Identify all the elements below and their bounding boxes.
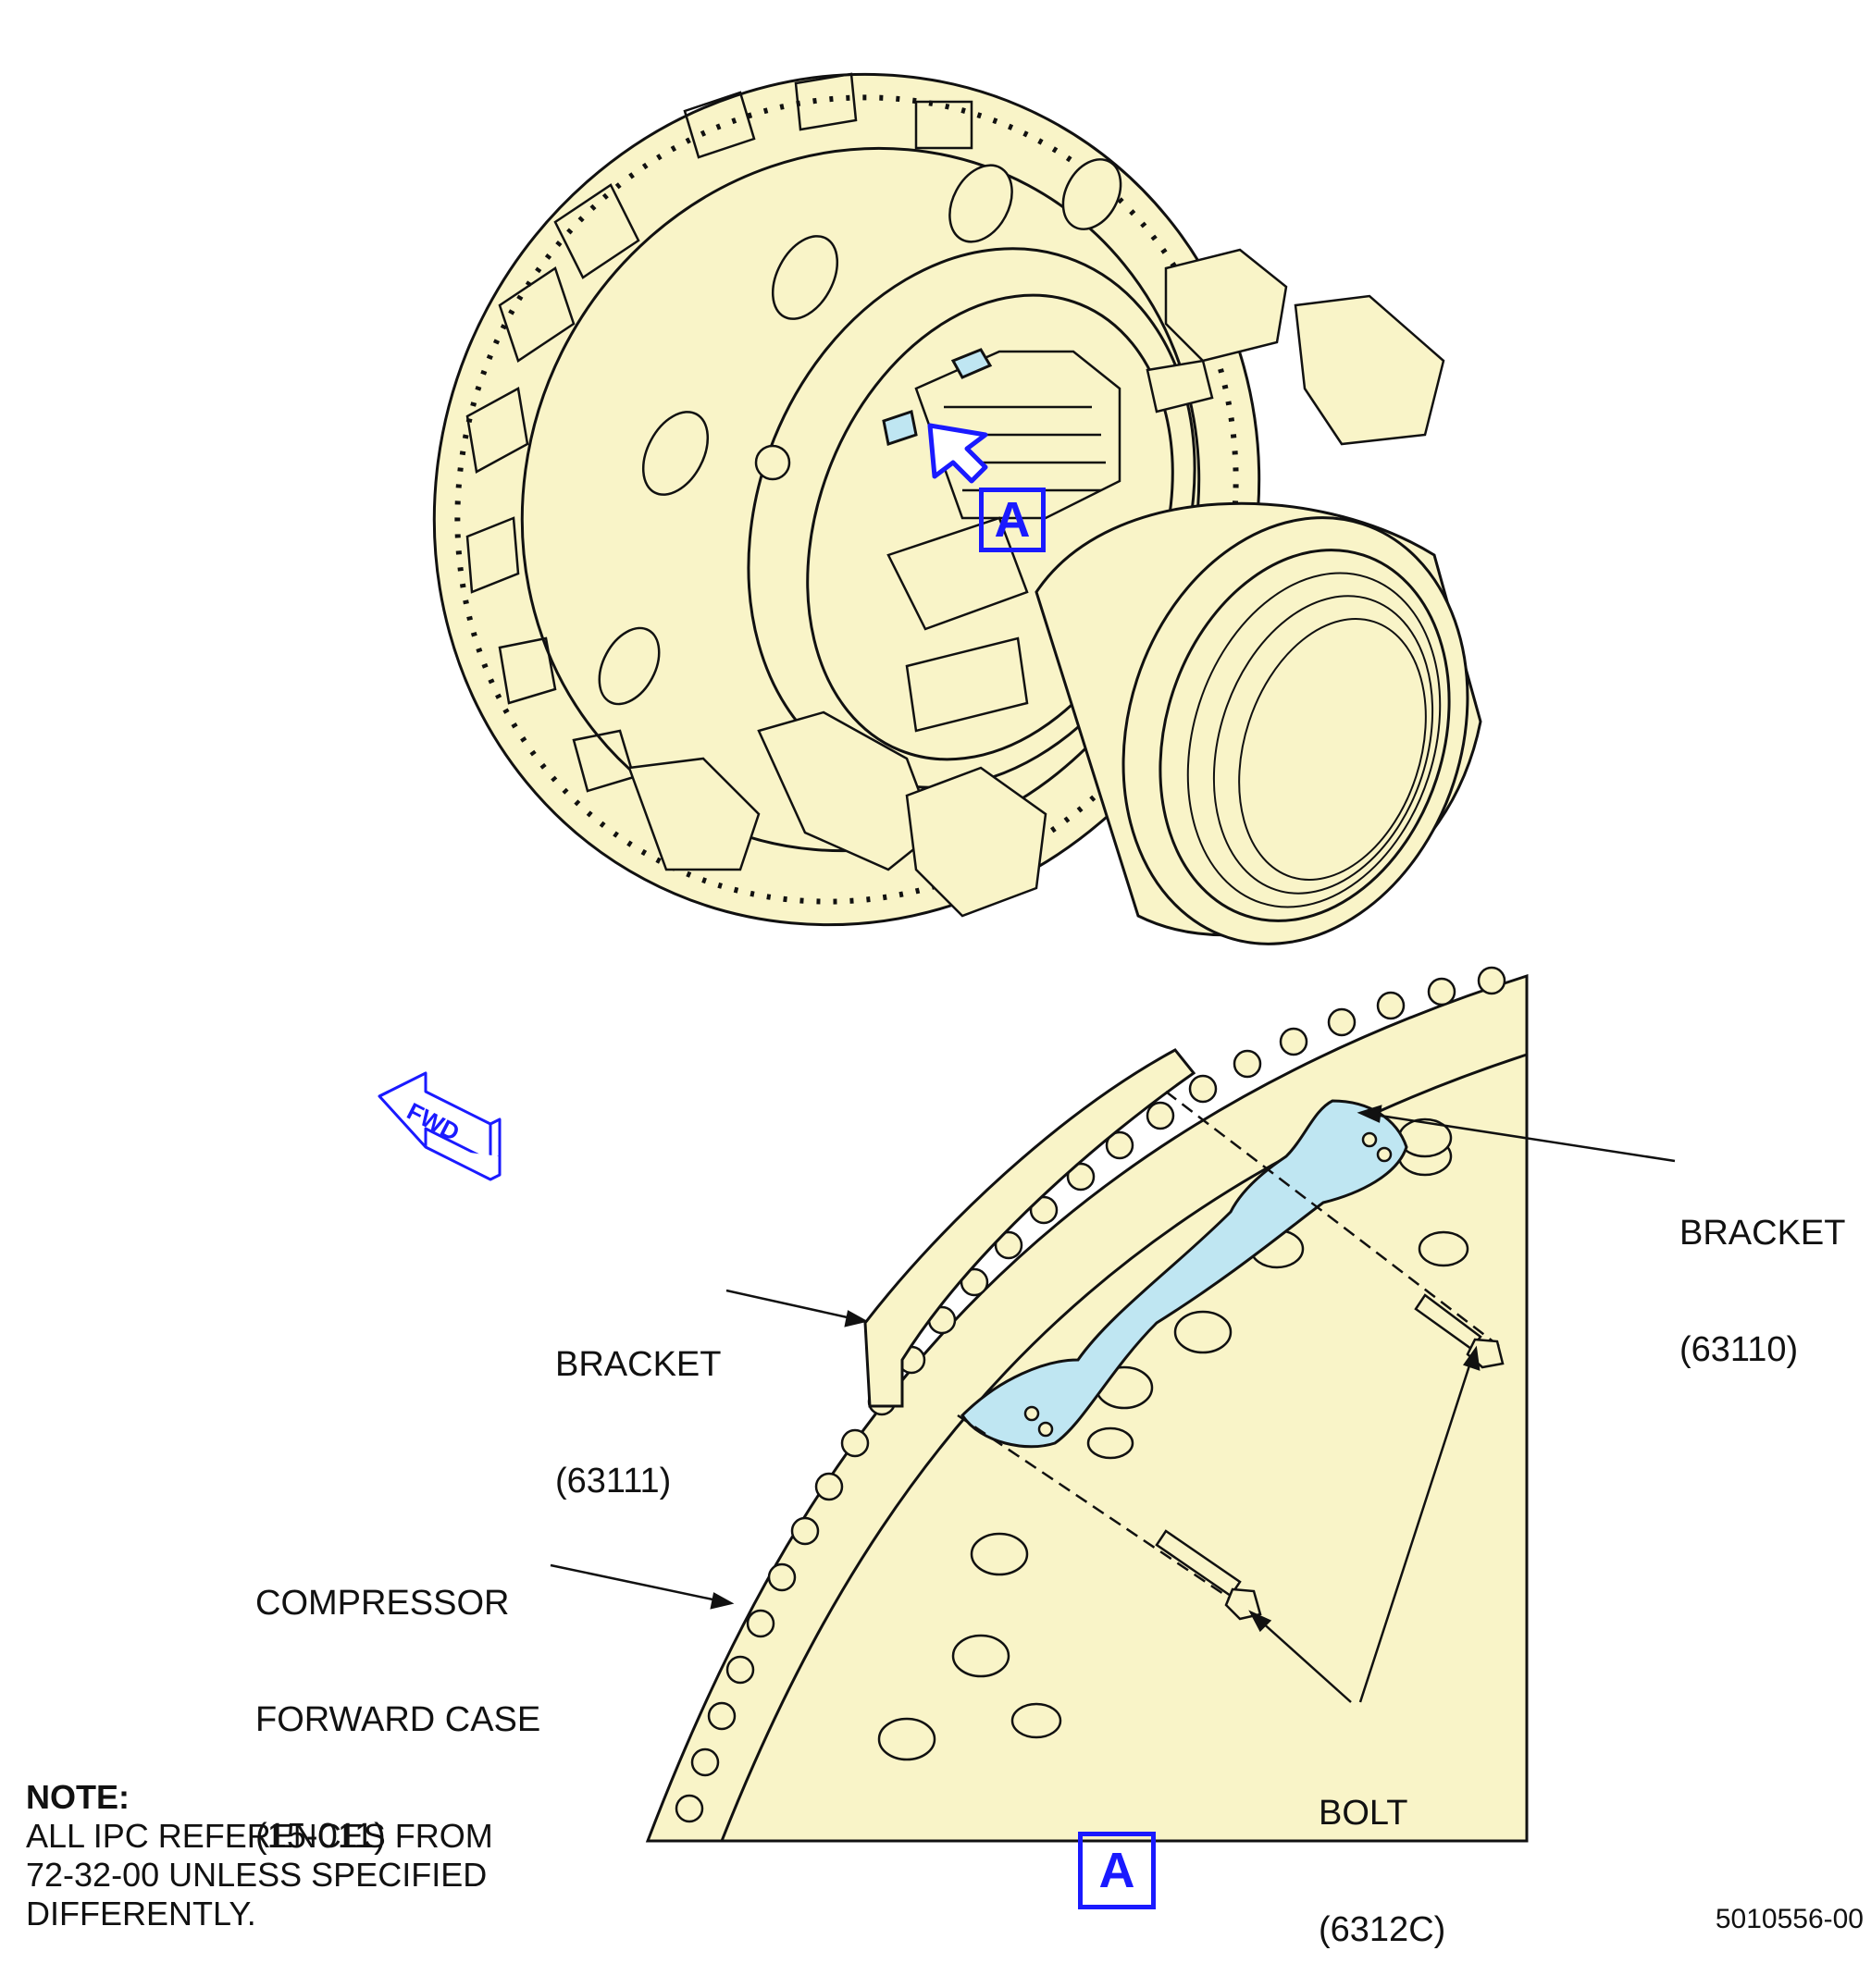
- bolt-6312c: [957, 1091, 1505, 1621]
- illustration: FWD: [378, 72, 1676, 1843]
- view-a-title: A: [1078, 1832, 1156, 1909]
- bracket-63110: [960, 1099, 1408, 1449]
- bracket-63111: [863, 1048, 1196, 1408]
- leader-lines: [550, 1105, 1676, 1703]
- note-line: 72-32-00 UNLESS SPECIFIED: [26, 1856, 488, 1894]
- fwd-arrow: FWD: [378, 1071, 502, 1181]
- view-a-arrow: [927, 423, 988, 484]
- view-a-callout-top: A: [979, 488, 1046, 552]
- label-bracket-63111: BRACKET (63111): [555, 1345, 722, 1500]
- note-line: ALL IPC REFERENCES FROM: [26, 1817, 493, 1855]
- label-bracket-63110: BRACKET (63110): [1679, 1214, 1846, 1369]
- detail-view-a: [645, 966, 1529, 1843]
- label-compressor-forward-case: COMPRESSOR FORWARD CASE (15-011): [255, 1584, 541, 1856]
- note-line: DIFFERENTLY.: [26, 1895, 256, 1932]
- label-bolt-6312c: BOLT (6312C): [1319, 1794, 1446, 1949]
- document-number: 5010556-00: [1715, 1904, 1864, 1934]
- engine-assembly: [432, 72, 1482, 945]
- note-heading: NOTE:: [26, 1778, 130, 1816]
- note-block: NOTE: ALL IPC REFERENCES FROM 72-32-00 U…: [26, 1778, 493, 1933]
